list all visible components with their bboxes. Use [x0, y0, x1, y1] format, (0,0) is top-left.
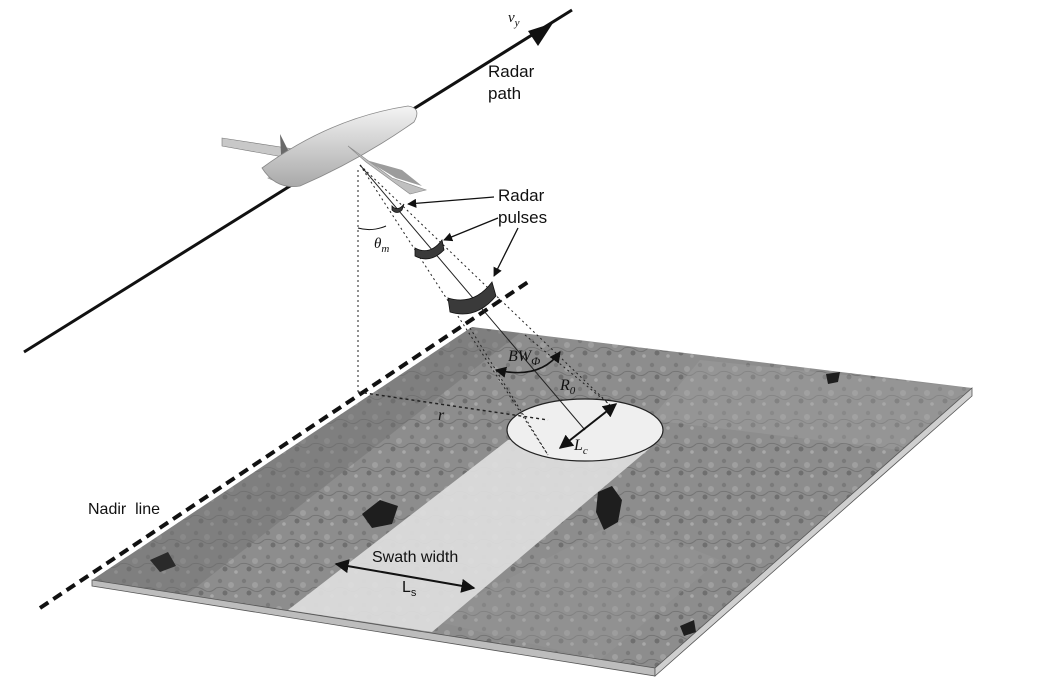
swath-symbol-label: Ls: [402, 579, 417, 599]
slant-range-label: R0: [559, 377, 576, 397]
pulses-leader-3: [493, 227, 519, 277]
beamwidth-label: BWΦ: [508, 348, 540, 368]
swath-width-label: Swath width: [372, 549, 458, 566]
nadir-line-label: Nadir line: [88, 501, 160, 518]
beamwidth-arc: [494, 351, 561, 378]
pulses-leader-2: [443, 217, 499, 242]
look-angle-arc: [357, 225, 387, 231]
ground-range-label: r: [438, 407, 445, 424]
aircraft: [221, 105, 428, 195]
look-angle-label: θm: [374, 236, 389, 255]
swath-width-arrow: [334, 559, 476, 593]
ground-range-line: [357, 391, 549, 421]
nadir-line: [38, 280, 530, 610]
velocity-label: vy: [508, 10, 520, 29]
radar-pulses: [391, 203, 497, 315]
footprint-length-arrow: [558, 403, 618, 449]
velocity-arrowhead: [528, 23, 553, 46]
radar-path-label: Radar path: [488, 62, 539, 103]
pulses-leader-1: [407, 196, 495, 208]
footprint-length-label: Lc: [573, 437, 588, 457]
radar-pulses-label: Radar pulses: [498, 186, 549, 227]
terrain-dark-patches: [150, 372, 840, 636]
